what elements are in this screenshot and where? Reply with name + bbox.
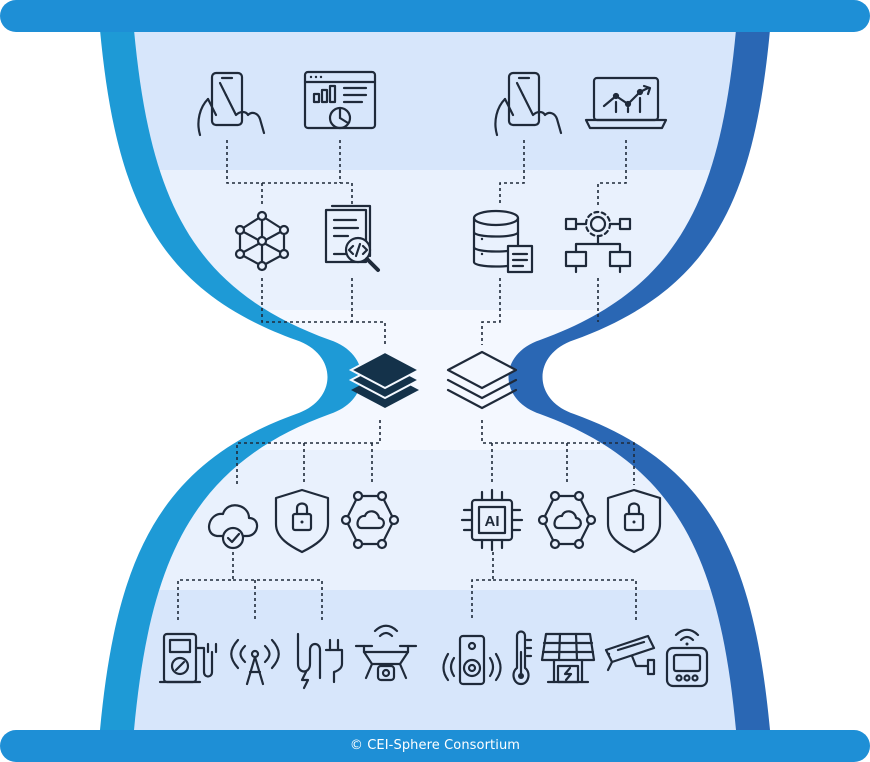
cloud-network-icon bbox=[537, 490, 597, 550]
network-graph-icon bbox=[234, 210, 290, 272]
layers-outline-icon bbox=[446, 350, 518, 410]
laptop-analytics-icon bbox=[584, 76, 668, 130]
band-core bbox=[112, 310, 758, 450]
band-applications bbox=[112, 30, 758, 170]
ai-chip-icon: AI bbox=[460, 488, 524, 552]
security-camera-icon bbox=[604, 634, 656, 676]
tablet-touch-icon bbox=[197, 71, 266, 137]
dashboard-window-icon bbox=[303, 70, 377, 130]
band-edge bbox=[112, 450, 758, 590]
band-services bbox=[112, 170, 758, 310]
hourglass-left-frame bbox=[100, 30, 362, 730]
tablet-touch-icon bbox=[494, 71, 563, 137]
thermometer-icon bbox=[512, 630, 533, 686]
drone-icon bbox=[354, 624, 418, 682]
hourglass-right-frame bbox=[508, 30, 770, 730]
gear-network-icon bbox=[564, 210, 632, 274]
layers-filled-icon bbox=[348, 350, 422, 408]
cloud-network-icon bbox=[340, 490, 400, 550]
shield-lock-icon bbox=[274, 488, 330, 554]
hourglass-top-bar bbox=[0, 0, 870, 32]
antenna-tower-icon bbox=[230, 638, 280, 686]
copyright-credit: © CEI-Sphere Consortium bbox=[349, 738, 521, 753]
cloud-check-icon bbox=[207, 504, 259, 550]
hourglass-bottom-bar bbox=[0, 730, 870, 762]
speaker-icon bbox=[442, 634, 502, 686]
connector-lines bbox=[177, 140, 637, 620]
smart-thermostat-icon bbox=[665, 628, 709, 688]
solar-panel-icon bbox=[540, 632, 596, 684]
power-plug-icon bbox=[296, 632, 344, 690]
database-icon bbox=[472, 209, 534, 274]
shield-lock-icon bbox=[606, 488, 662, 554]
code-document-search-icon bbox=[324, 204, 380, 272]
svg-text:AI: AI bbox=[485, 513, 500, 530]
charging-station-icon bbox=[158, 632, 218, 684]
